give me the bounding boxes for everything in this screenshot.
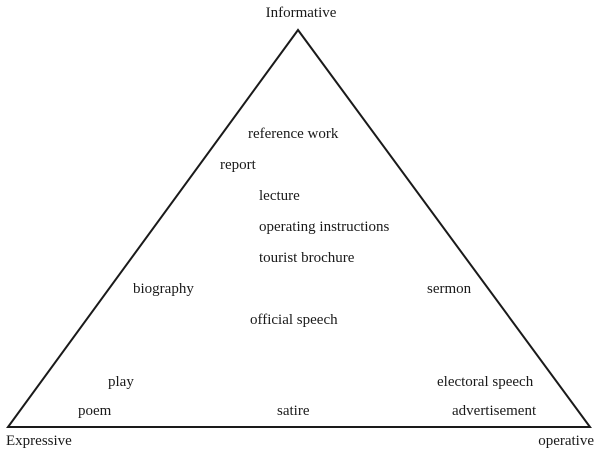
- text-type-report: report: [220, 157, 257, 173]
- triangle-outline: [6, 28, 592, 428]
- text-type-operating-instructions: operating instructions: [259, 219, 390, 235]
- text-type-tourist-brochure: tourist brochure: [259, 250, 355, 266]
- vertex-label-operative: operative: [538, 433, 594, 449]
- text-type-lecture: lecture: [259, 188, 300, 204]
- text-type-biography: biography: [133, 281, 194, 297]
- text-type-play: play: [108, 374, 134, 390]
- vertex-label-informative: Informative: [266, 5, 337, 21]
- text-type-sermon: sermon: [427, 281, 472, 297]
- vertex-label-expressive: Expressive: [6, 433, 72, 449]
- text-type-reference-work: reference work: [248, 126, 339, 142]
- text-type-electoral-speech: electoral speech: [437, 374, 534, 390]
- text-type-poem: poem: [78, 403, 112, 419]
- text-type-official-speech: official speech: [250, 312, 338, 328]
- text-type-satire: satire: [277, 403, 310, 419]
- text-type-advertisement: advertisement: [452, 403, 537, 419]
